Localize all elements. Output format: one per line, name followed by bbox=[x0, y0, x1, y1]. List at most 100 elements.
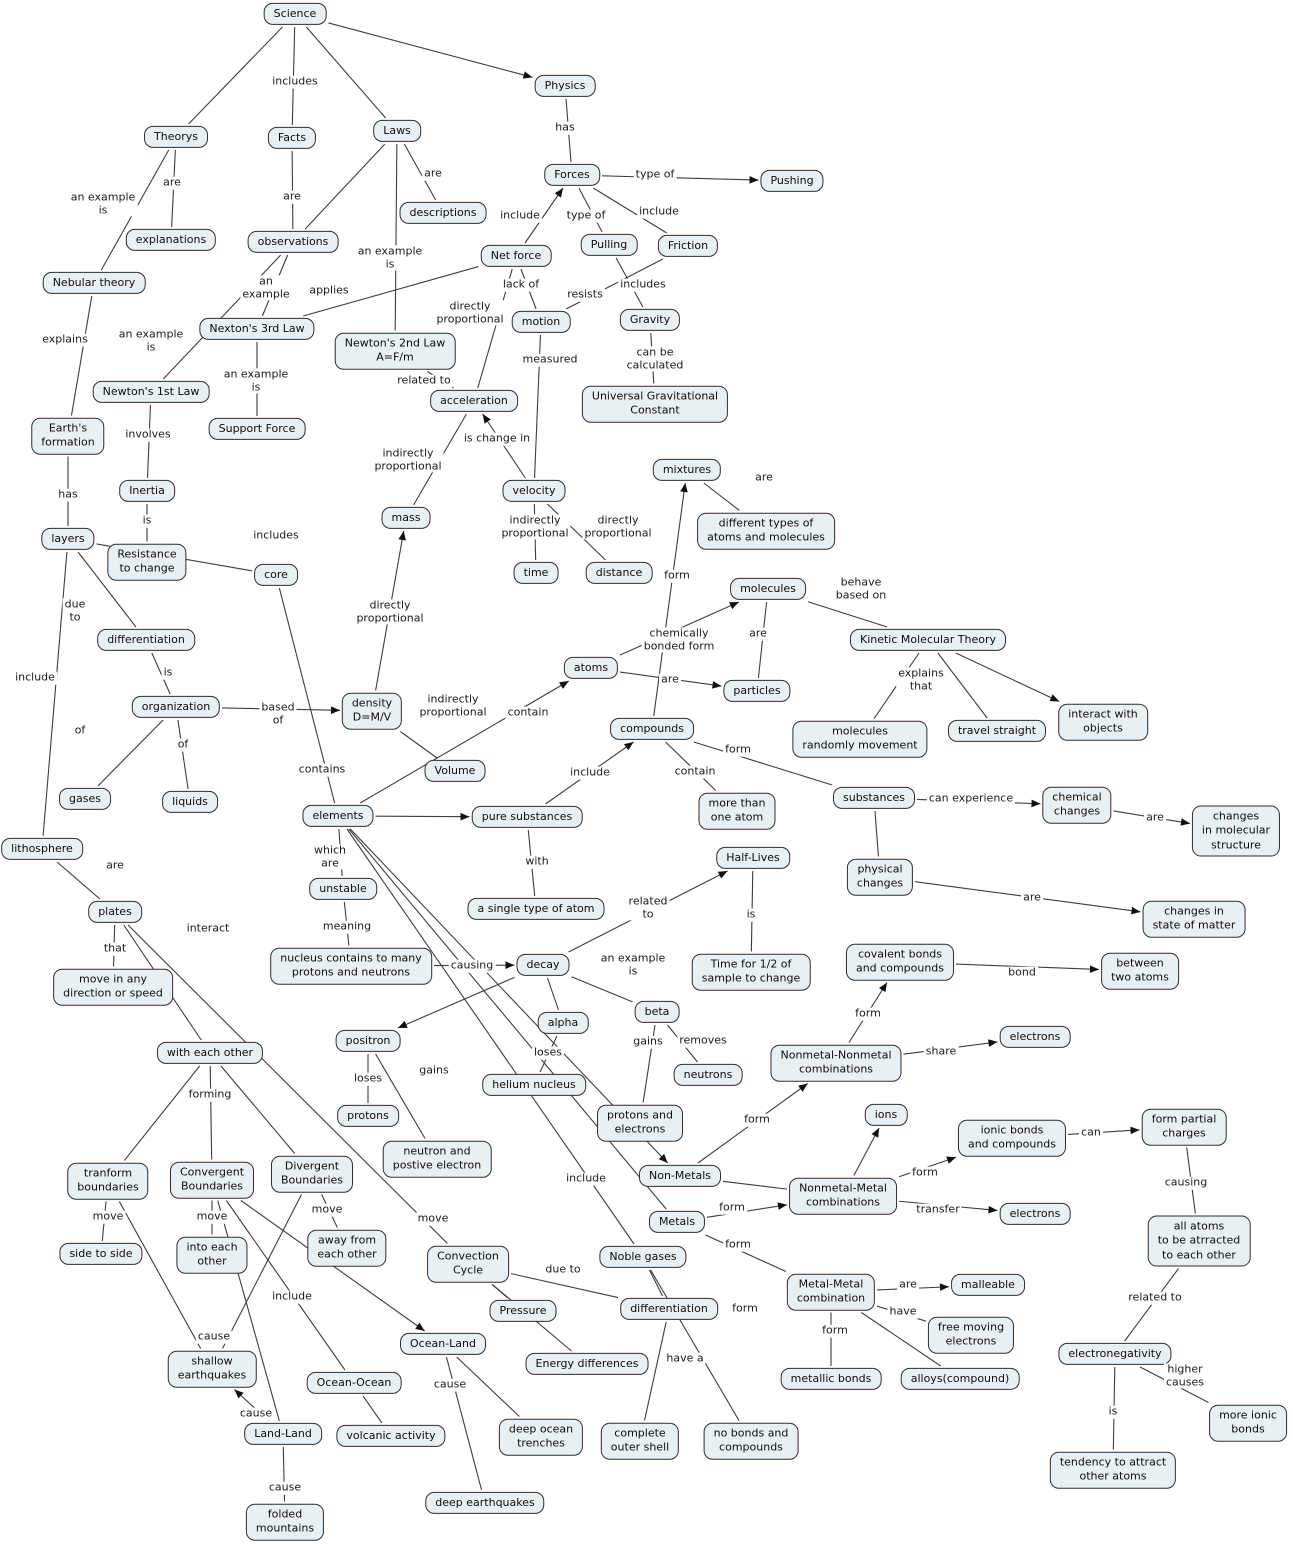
concept-node-elements[interactable]: elements bbox=[302, 804, 374, 828]
concept-node-more_ionic[interactable]: more ionic bonds bbox=[1209, 1404, 1287, 1442]
concept-node-compounds[interactable]: compounds bbox=[610, 717, 694, 741]
concept-node-velocity[interactable]: velocity bbox=[502, 479, 566, 503]
concept-node-nebular[interactable]: Nebular theory bbox=[42, 271, 146, 295]
concept-node-alloys[interactable]: alloys(compound) bbox=[900, 1367, 1020, 1391]
concept-node-resistance[interactable]: Resistance to change bbox=[107, 543, 187, 581]
concept-node-theorys[interactable]: Theorys bbox=[144, 125, 208, 149]
concept-node-gravity[interactable]: Gravity bbox=[619, 308, 681, 332]
concept-node-motion[interactable]: motion bbox=[511, 310, 571, 334]
concept-node-travel_straight[interactable]: travel straight bbox=[947, 719, 1047, 743]
concept-node-acceleration[interactable]: acceleration bbox=[430, 389, 518, 413]
concept-node-layers[interactable]: layers bbox=[41, 527, 95, 551]
concept-node-move_any[interactable]: move in any direction or speed bbox=[53, 968, 173, 1006]
concept-node-pressure[interactable]: Pressure bbox=[489, 1299, 557, 1323]
concept-node-more_than[interactable]: more than one atom bbox=[698, 792, 776, 830]
concept-node-positron[interactable]: positron bbox=[335, 1029, 401, 1053]
concept-node-nn_comb[interactable]: Nonmetal-Nonmetal combinations bbox=[770, 1044, 902, 1082]
concept-node-non_metals[interactable]: Non-Metals bbox=[639, 1164, 721, 1188]
concept-node-alpha[interactable]: alpha bbox=[537, 1011, 589, 1035]
concept-node-diff_types[interactable]: different types of atoms and molecules bbox=[697, 512, 835, 550]
concept-node-beta[interactable]: beta bbox=[634, 1000, 680, 1024]
concept-node-liquids[interactable]: liquids bbox=[162, 790, 218, 814]
concept-node-interact_objects[interactable]: interact with objects bbox=[1058, 703, 1148, 741]
concept-node-inertia[interactable]: Inertia bbox=[119, 479, 175, 503]
concept-node-physics[interactable]: Physics bbox=[534, 74, 596, 98]
concept-node-nm_comb[interactable]: Nonmetal-Metal combinations bbox=[789, 1177, 897, 1215]
concept-node-protons_electrons[interactable]: protons and electrons bbox=[597, 1104, 683, 1142]
concept-node-volcanic[interactable]: volcanic activity bbox=[336, 1424, 446, 1448]
concept-node-core[interactable]: core bbox=[254, 563, 298, 587]
concept-node-molecules[interactable]: molecules bbox=[730, 577, 806, 601]
concept-node-explanations[interactable]: explanations bbox=[125, 228, 217, 252]
concept-node-newton3[interactable]: Nexton's 3rd Law bbox=[199, 317, 315, 341]
concept-node-no_bonds[interactable]: no bonds and compounds bbox=[703, 1422, 799, 1460]
concept-node-laws[interactable]: Laws bbox=[373, 119, 421, 143]
concept-node-protons[interactable]: protons bbox=[337, 1104, 399, 1128]
concept-node-form_partial[interactable]: form partial charges bbox=[1141, 1108, 1227, 1146]
concept-node-noble[interactable]: Noble gases bbox=[599, 1245, 687, 1269]
concept-node-support[interactable]: Support Force bbox=[208, 417, 306, 441]
concept-node-changes_mol[interactable]: changes in molecular structure bbox=[1191, 805, 1281, 857]
concept-node-unstable[interactable]: unstable bbox=[309, 877, 377, 901]
concept-node-plates[interactable]: plates bbox=[88, 900, 142, 924]
concept-node-newton1[interactable]: Newton's 1st Law bbox=[92, 380, 210, 404]
concept-node-decay[interactable]: decay bbox=[516, 953, 570, 977]
concept-node-with_each[interactable]: with each other bbox=[156, 1041, 264, 1065]
concept-node-electroneg[interactable]: electronegativity bbox=[1058, 1342, 1172, 1366]
concept-node-energy_diff[interactable]: Energy differences bbox=[525, 1352, 649, 1376]
concept-node-kmt[interactable]: Kinetic Molecular Theory bbox=[849, 628, 1007, 652]
concept-node-malleable[interactable]: malleable bbox=[951, 1273, 1025, 1297]
concept-node-net_force[interactable]: Net force bbox=[480, 244, 552, 268]
concept-node-time_half[interactable]: Time for 1/2 of sample to change bbox=[691, 953, 811, 991]
concept-node-divergent_b[interactable]: Divergent Boundaries bbox=[270, 1155, 354, 1193]
concept-node-half_lives[interactable]: Half-Lives bbox=[716, 846, 790, 870]
concept-node-transform_b[interactable]: tranform boundaries bbox=[67, 1162, 149, 1200]
concept-node-away_from[interactable]: away from each other bbox=[307, 1229, 387, 1267]
concept-node-differentiation1[interactable]: differentiation bbox=[97, 628, 195, 652]
concept-node-ocean_ocean[interactable]: Ocean-Ocean bbox=[306, 1371, 402, 1395]
concept-node-substances[interactable]: substances bbox=[833, 786, 915, 810]
concept-node-pushing[interactable]: Pushing bbox=[760, 169, 824, 193]
concept-node-into_each[interactable]: into each other bbox=[176, 1236, 248, 1274]
concept-node-neutrons[interactable]: neutrons bbox=[673, 1063, 743, 1087]
concept-node-density[interactable]: density D=M/V bbox=[341, 692, 403, 730]
concept-node-changes_state[interactable]: changes in state of matter bbox=[1142, 900, 1246, 938]
concept-node-ocean_land[interactable]: Ocean-Land bbox=[400, 1332, 486, 1356]
concept-node-complete_shell[interactable]: complete outer shell bbox=[600, 1422, 680, 1460]
concept-node-nucleus[interactable]: nucleus contains to many protons and neu… bbox=[270, 947, 432, 985]
concept-node-electrons2[interactable]: electrons bbox=[999, 1202, 1071, 1226]
concept-node-descriptions[interactable]: descriptions bbox=[399, 201, 487, 225]
concept-node-newton2[interactable]: Newton's 2nd Law A=F/m bbox=[334, 332, 456, 370]
concept-node-free_moving[interactable]: free moving electrons bbox=[927, 1316, 1015, 1354]
concept-node-ugc[interactable]: Universal Gravitational Constant bbox=[581, 385, 729, 423]
concept-node-electrons1[interactable]: electrons bbox=[999, 1025, 1071, 1049]
concept-node-atoms[interactable]: atoms bbox=[563, 656, 619, 680]
concept-node-mm_comb[interactable]: Metal-Metal combination bbox=[786, 1273, 876, 1311]
concept-node-trenches[interactable]: deep ocean trenches bbox=[498, 1418, 584, 1456]
concept-node-convergent_b[interactable]: Convergent Boundaries bbox=[169, 1161, 255, 1199]
concept-node-neutron_pos[interactable]: neutron and postive electron bbox=[382, 1140, 492, 1178]
concept-node-folded[interactable]: folded mountains bbox=[245, 1503, 325, 1541]
concept-node-phys_changes[interactable]: physical changes bbox=[846, 858, 914, 896]
concept-node-metals[interactable]: Metals bbox=[648, 1210, 706, 1234]
concept-node-between_two[interactable]: between two atoms bbox=[1101, 952, 1179, 990]
concept-node-deep_eq[interactable]: deep earthquakes bbox=[425, 1491, 545, 1515]
concept-node-side_side[interactable]: side to side bbox=[59, 1242, 143, 1266]
concept-node-shallow_eq[interactable]: shallow earthquakes bbox=[167, 1350, 257, 1388]
concept-node-earths_formation[interactable]: Earth's formation bbox=[31, 417, 105, 455]
concept-node-mass[interactable]: mass bbox=[381, 506, 431, 530]
concept-node-convection[interactable]: Convection Cycle bbox=[427, 1245, 509, 1283]
concept-node-land_land[interactable]: Land-Land bbox=[244, 1422, 322, 1446]
concept-node-ionic_bonds[interactable]: ionic bonds and compounds bbox=[957, 1119, 1067, 1157]
concept-node-volume[interactable]: Volume bbox=[424, 759, 486, 783]
concept-node-chem_changes[interactable]: chemical changes bbox=[1042, 786, 1112, 824]
concept-node-friction[interactable]: Friction bbox=[657, 234, 719, 258]
concept-node-pure_sub[interactable]: pure substances bbox=[471, 805, 583, 829]
concept-node-covalent[interactable]: covalent bonds and compounds bbox=[845, 943, 955, 981]
concept-node-pulling[interactable]: Pulling bbox=[580, 233, 638, 257]
concept-node-single_type[interactable]: a single type of atom bbox=[467, 897, 605, 921]
concept-node-tendency[interactable]: tendency to attract other atoms bbox=[1049, 1451, 1177, 1489]
concept-node-facts[interactable]: Facts bbox=[267, 126, 317, 150]
concept-node-metallic[interactable]: metallic bonds bbox=[780, 1367, 882, 1391]
concept-node-mol_random[interactable]: molecules randomly movement bbox=[792, 720, 928, 758]
